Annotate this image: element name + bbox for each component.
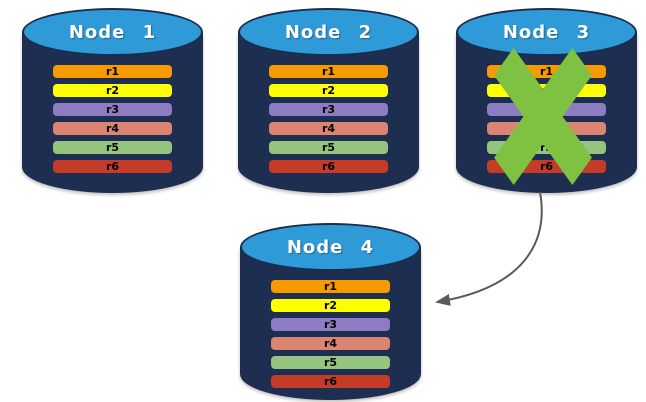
node-2-cylinder-top: Node 2 <box>238 8 419 56</box>
node-4-title: Node 4 <box>286 236 375 258</box>
node-1-row-r4: r4 <box>53 122 172 135</box>
node-3: Node 3 r1 r2 r3 r4 r5 r6 <box>456 8 637 193</box>
row-label: r3 <box>105 103 120 116</box>
node-1-cylinder-top: Node 1 <box>22 8 203 56</box>
row-label: r2 <box>323 299 338 312</box>
failure-x-icon <box>494 48 592 185</box>
node-2-row-r3: r3 <box>269 103 388 116</box>
node-2-row-r5: r5 <box>269 141 388 154</box>
node-4-row-r2: r2 <box>271 299 390 312</box>
node-4: Node 4 r1 r2 r3 r4 r5 r6 <box>240 223 421 400</box>
node-1-row-r1: r1 <box>53 65 172 78</box>
node-2-row-r2: r2 <box>269 84 388 97</box>
node-1-row-r5: r5 <box>53 141 172 154</box>
node-2-row-r1: r1 <box>269 65 388 78</box>
node-4-cylinder-top: Node 4 <box>240 223 421 271</box>
x-mark-shape <box>494 48 592 185</box>
node-1-row-r3: r3 <box>53 103 172 116</box>
arrow-curve <box>435 191 543 306</box>
row-label: r6 <box>323 375 338 388</box>
row-label: r5 <box>323 356 338 369</box>
node-2-row-r6: r6 <box>269 160 388 173</box>
node-4-row-r6: r6 <box>271 375 390 388</box>
node-1: Node 1 r1 r2 r3 r4 r5 r6 <box>22 8 203 193</box>
row-label: r6 <box>105 160 120 173</box>
row-label: r4 <box>323 337 338 350</box>
row-label: r1 <box>105 65 120 78</box>
node-4-row-r4: r4 <box>271 337 390 350</box>
node-2-rows: r1 r2 r3 r4 r5 r6 <box>269 65 388 173</box>
row-label: r6 <box>539 160 554 173</box>
row-label: r5 <box>105 141 120 154</box>
node-2-title: Node 2 <box>284 21 373 43</box>
node-1-row-r6: r6 <box>53 160 172 173</box>
row-label: r2 <box>321 84 336 97</box>
node-3-title: Node 3 <box>502 21 591 43</box>
node-2: Node 2 r1 r2 r3 r4 r5 r6 <box>238 8 419 193</box>
row-label: r3 <box>323 318 338 331</box>
node-4-row-r1: r1 <box>271 280 390 293</box>
node-4-row-r5: r5 <box>271 356 390 369</box>
row-label: r1 <box>323 280 338 293</box>
node-1-title: Node 1 <box>68 21 157 43</box>
node-1-rows: r1 r2 r3 r4 r5 r6 <box>53 65 172 173</box>
node-4-rows: r1 r2 r3 r4 r5 r6 <box>271 280 390 388</box>
row-label: r6 <box>321 160 336 173</box>
node-3-cylinder-top: Node 3 <box>456 8 637 56</box>
row-label: r4 <box>105 122 120 135</box>
row-label: r3 <box>321 103 336 116</box>
row-label: r1 <box>539 65 554 78</box>
node-1-row-r2: r2 <box>53 84 172 97</box>
node-4-row-r3: r3 <box>271 318 390 331</box>
row-label: r4 <box>321 122 336 135</box>
node-2-row-r4: r4 <box>269 122 388 135</box>
row-label: r5 <box>321 141 336 154</box>
row-label: r1 <box>321 65 336 78</box>
row-label: r2 <box>105 84 120 97</box>
